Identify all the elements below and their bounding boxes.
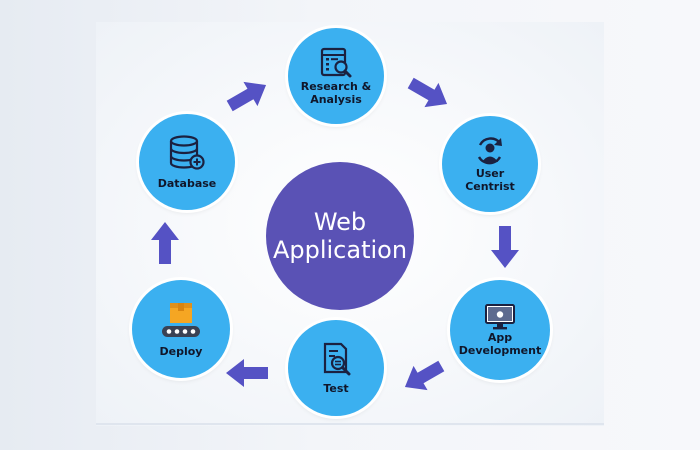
baseline-divider [96,423,604,425]
document-search-icon [323,342,351,375]
arrow-app-to-test [397,353,449,400]
arrow-user-to-app [491,226,519,268]
node-app-development-label: App Development [458,331,542,357]
center-title-line1: Web [313,208,367,236]
database-plus-icon [169,134,205,170]
center-web-application: Web Application [266,162,414,310]
node-test: Test [288,320,384,416]
node-research-analysis: Research & Analysis [288,28,384,124]
monitor-apple-icon [485,304,515,330]
node-database: Database [139,114,235,210]
user-cycle-icon [477,137,502,165]
node-user-centrist: User Centrist [442,116,538,212]
node-test-label: Test [323,381,349,395]
node-deploy: Deploy [132,280,230,378]
conveyor-box-icon [162,302,200,337]
center-title-line2: Application [272,236,408,264]
node-research-analysis-label: Research & Analysis [300,80,372,106]
arrow-test-to-deploy [226,359,268,387]
arrow-database-to-research [222,72,274,119]
node-database-label: Database [157,176,217,190]
search-list-icon [320,47,352,78]
node-user-centrist-label: User Centrist [465,167,515,193]
node-deploy-label: Deploy [159,344,203,358]
node-app-development: App Development [450,280,550,380]
arrow-research-to-user [403,70,455,117]
arrow-deploy-to-database [151,222,179,264]
